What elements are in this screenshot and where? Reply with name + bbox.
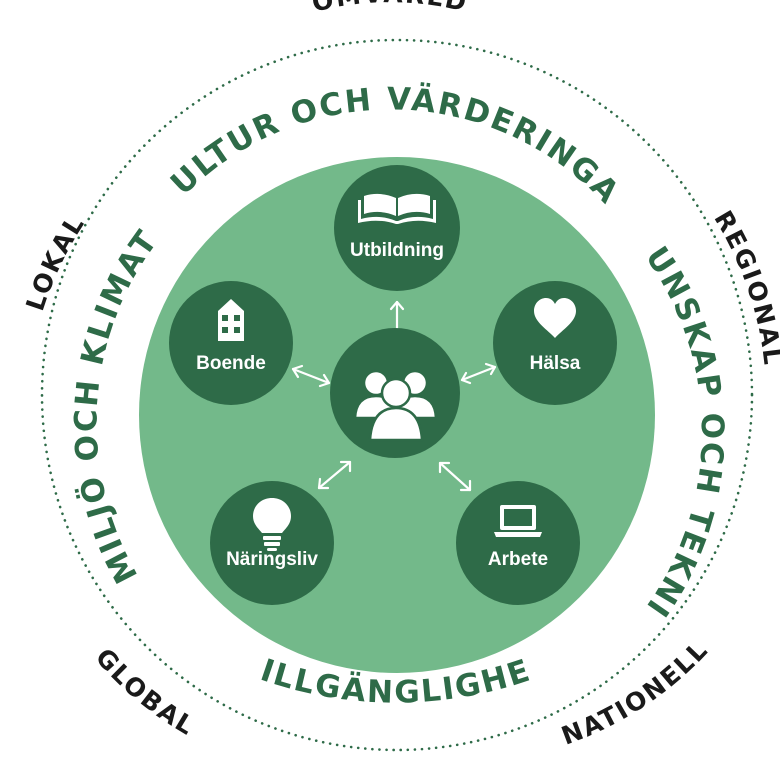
outer-dotted-ring [40, 38, 754, 752]
book-icon [358, 193, 436, 224]
arrow-halsa [460, 362, 497, 385]
arrow-boende [291, 364, 331, 388]
node-naringsliv: Näringsliv [210, 481, 334, 605]
node-label-arbete: Arbete [488, 549, 548, 570]
outer-label-bottom-left: GLOBAL [90, 643, 201, 742]
laptop-icon [494, 505, 542, 537]
node-label-halsa: Hälsa [530, 353, 581, 374]
outer-label-top: OMVÄRLD [309, 0, 471, 18]
node-label-boende: Boende [196, 353, 266, 374]
node-label-naringsliv: Näringsliv [226, 549, 318, 570]
outer-label-right: REGIONAL [708, 206, 780, 368]
node-label-utbildning: Utbildning [350, 240, 444, 261]
heart-icon [534, 298, 576, 338]
house-icon [218, 299, 244, 341]
arrow-naringsliv [317, 460, 352, 490]
outer-label-bottom-right: NATIONELL [558, 635, 714, 751]
node-utbildning: Utbildning [334, 165, 460, 291]
people-group-icon [353, 369, 438, 442]
node-arbete: Arbete [456, 481, 580, 605]
node-boende: Boende [169, 281, 293, 405]
outer-label-left: LOKAL [20, 209, 90, 314]
center-node [330, 328, 460, 458]
lightbulb-icon [253, 498, 291, 551]
node-halsa: Hälsa [493, 281, 617, 405]
arrow-arbete [438, 461, 472, 492]
